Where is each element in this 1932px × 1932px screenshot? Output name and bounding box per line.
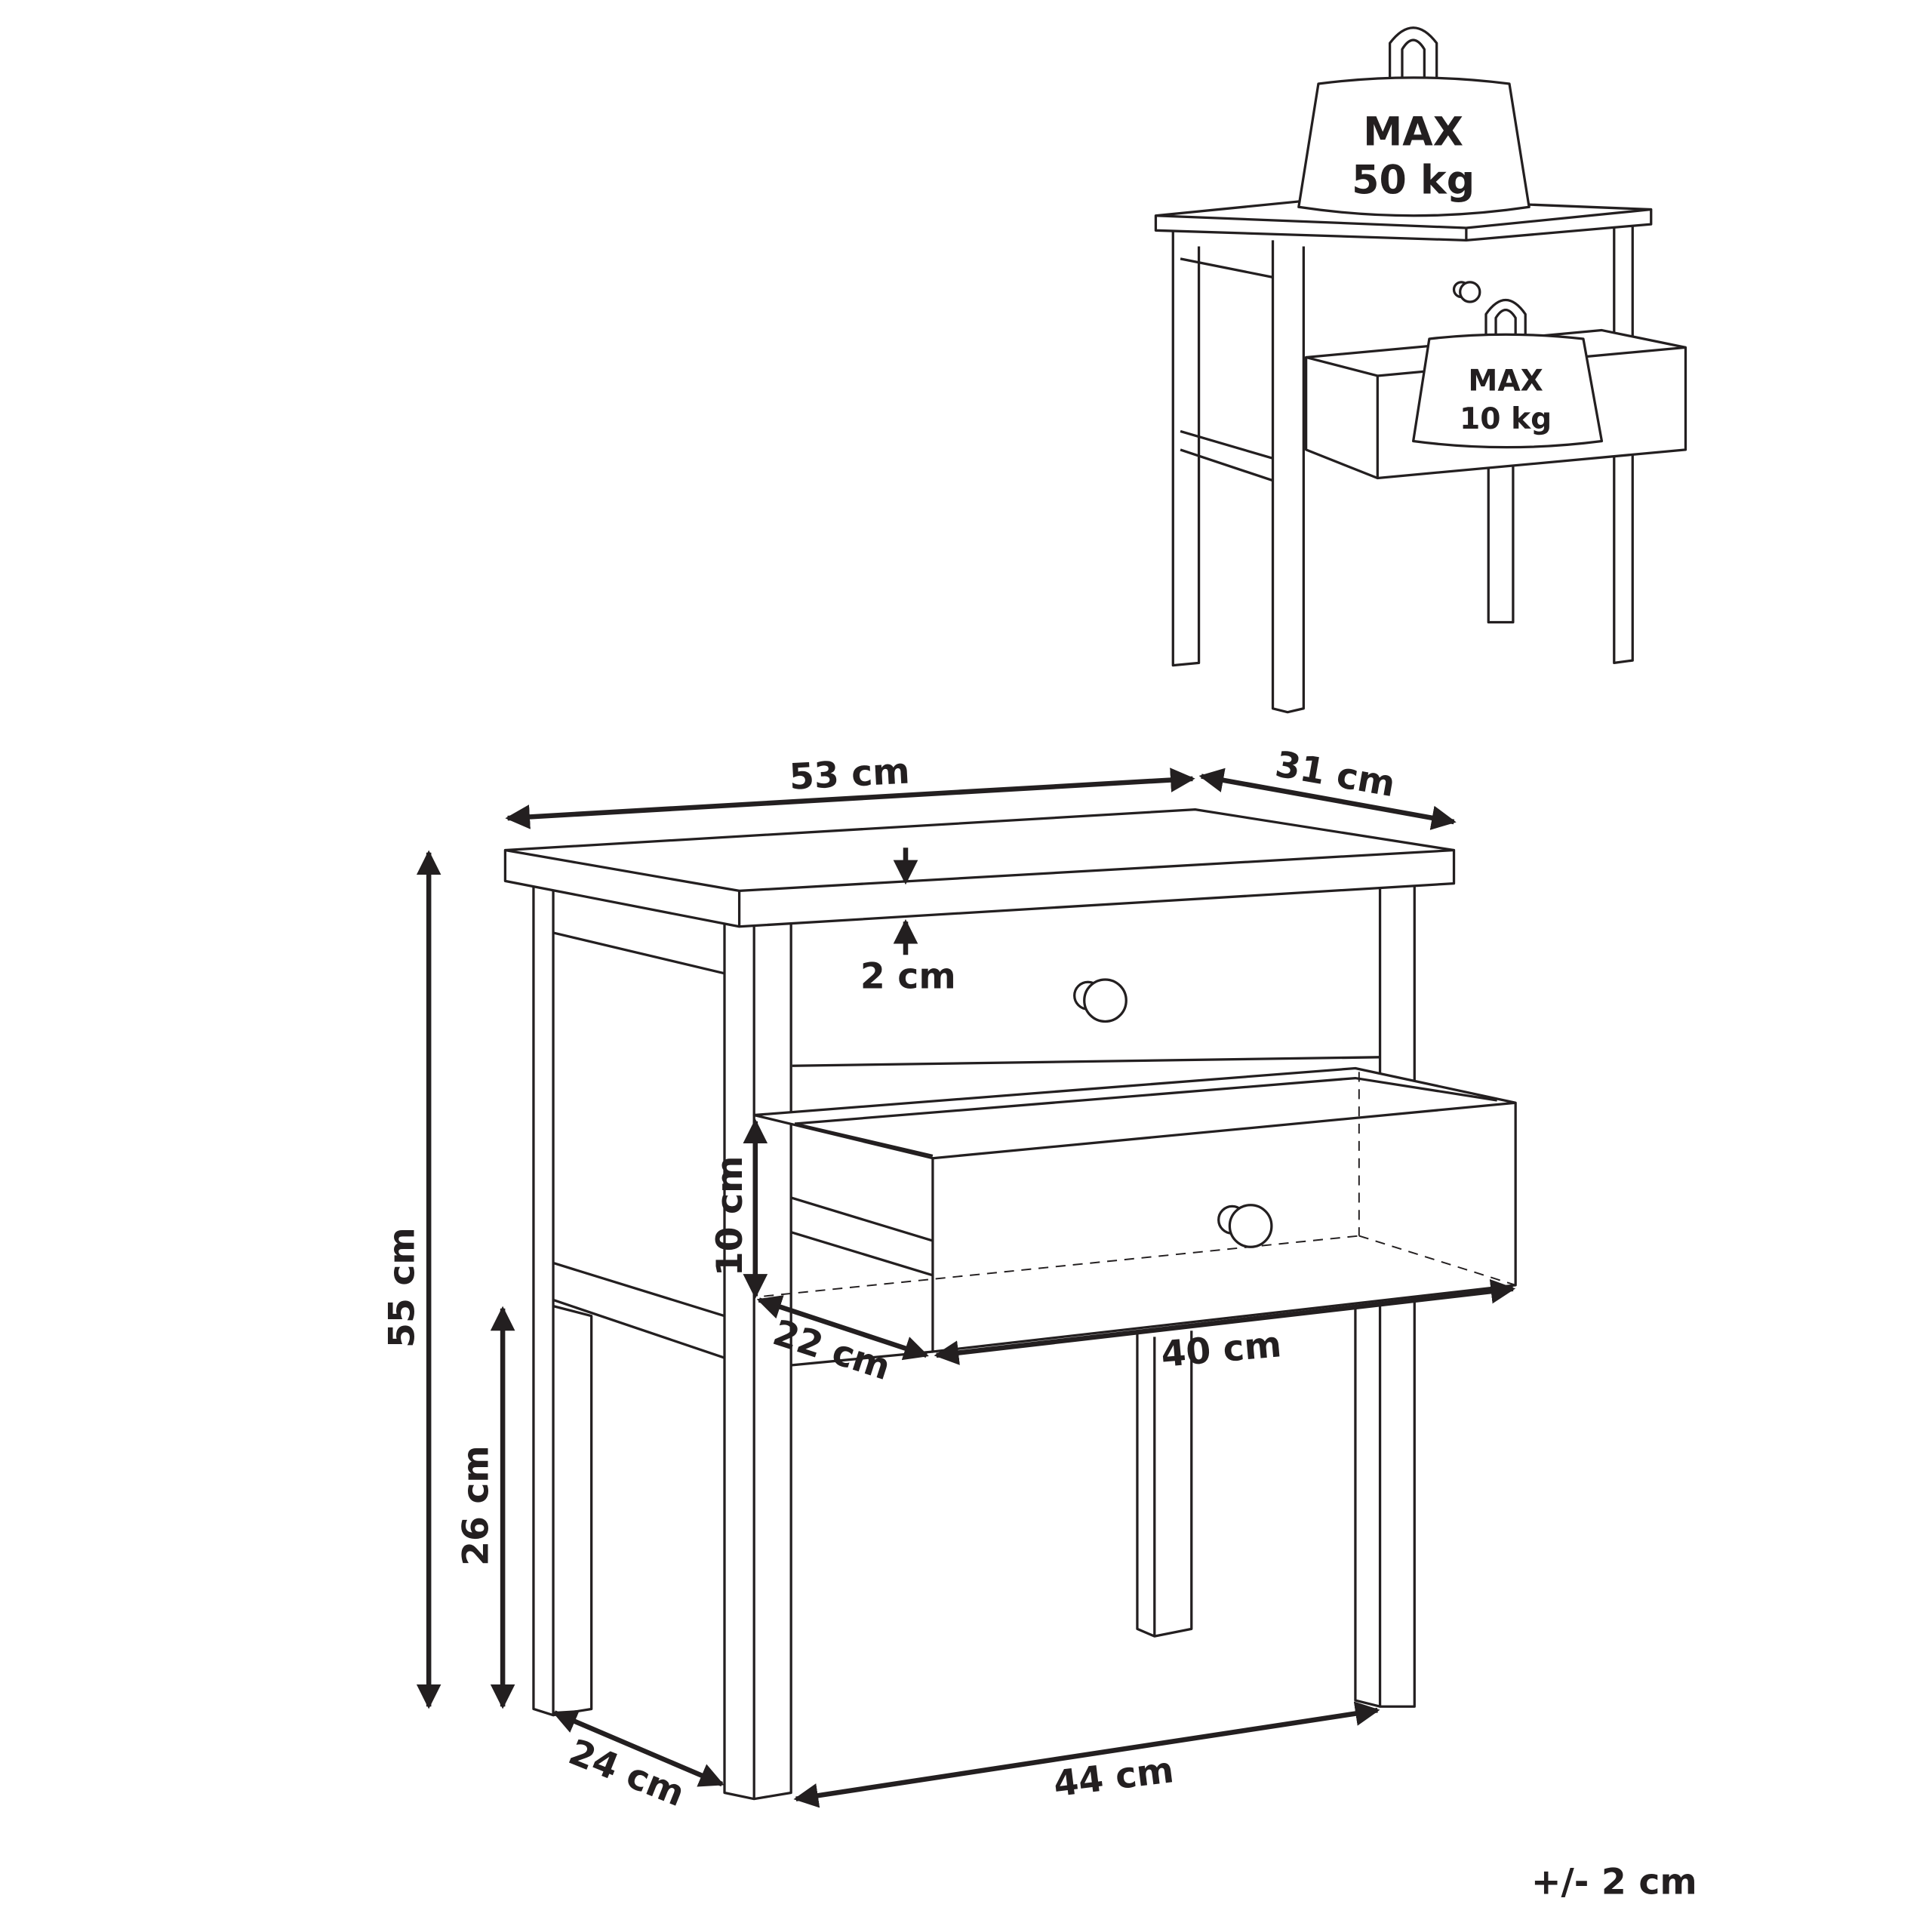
max-weight-top: 50 kg	[1352, 158, 1475, 203]
dimension-lines	[416, 768, 1516, 1808]
top-thickness-label: 2 cm	[860, 955, 956, 997]
leg-clearance-label: 26 cm	[456, 1445, 497, 1566]
weight-10kg: MAX 10 kg	[1412, 299, 1604, 449]
max-weight-drawer: 10 kg	[1460, 402, 1552, 436]
knob-icon	[1073, 978, 1128, 1023]
weight-50kg: MAX 50 kg	[1297, 26, 1531, 217]
width-label: 53 cm	[789, 751, 911, 798]
knob-icon	[1452, 281, 1481, 303]
drawer-width-label: 40 cm	[1159, 1324, 1283, 1376]
tolerance-label: +/- 2 cm	[1531, 1861, 1697, 1903]
drawer-height-label: 10 cm	[709, 1156, 751, 1277]
max-label: MAX	[1468, 365, 1543, 398]
depth-label: 31 cm	[1272, 743, 1398, 805]
height-label: 55 cm	[382, 1227, 423, 1348]
inset-table	[1154, 195, 1687, 714]
max-label: MAX	[1363, 110, 1463, 155]
knob-icon	[1217, 1204, 1273, 1248]
